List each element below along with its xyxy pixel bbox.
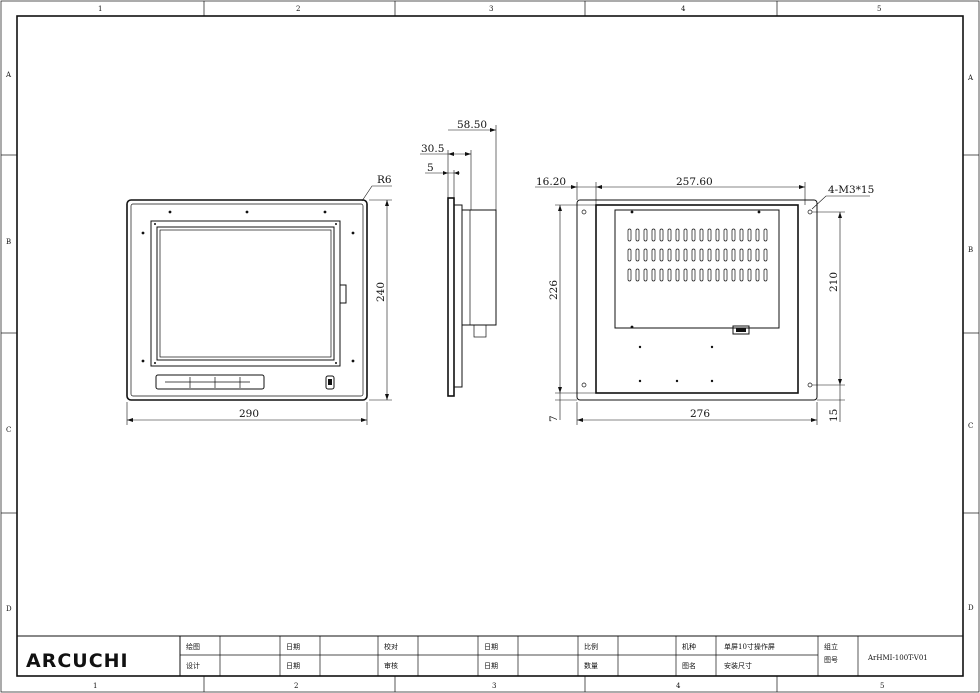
- dim-rear-screws: 4-M3*15: [828, 184, 874, 196]
- tb-model-value: 单屏10寸操作屏: [724, 642, 775, 651]
- display-area-inner: [159, 229, 332, 358]
- side-bezel: [447, 197, 455, 397]
- title-block: ARCUCHI 绘图 日期 校对 日期 比例 机种 单屏10寸操作屏 组立 设计…: [16, 635, 964, 677]
- zone-col-3-bottom: 3: [492, 682, 496, 690]
- dim-front-width: 290: [239, 408, 259, 420]
- tb-review-label: 审核: [384, 661, 398, 670]
- front-bezel-inner: [130, 203, 364, 397]
- side-panel: [453, 204, 463, 388]
- zone-labels: 1 2 3 4 5 1 2 3 4 5 A B C D A B C D: [5, 5, 974, 690]
- bottom-strip: [155, 374, 265, 390]
- zone-row-b-left: B: [6, 238, 11, 246]
- tb-qty-label: 数量: [584, 661, 598, 670]
- rear-screws: [630, 210, 761, 383]
- rear-cover: [614, 209, 780, 329]
- tb-model-label: 机种: [682, 642, 696, 651]
- front-bezel: [126, 199, 368, 401]
- rear-housing: [595, 204, 799, 394]
- tb-date1-label-2: 日期: [286, 662, 300, 670]
- dim-rear-width-inner: 257.60: [676, 176, 713, 188]
- tb-check-label: 校对: [384, 642, 398, 651]
- tb-date2-label: 日期: [484, 643, 498, 651]
- usb-port-inner: [328, 379, 332, 385]
- dim-rear-width-outer: 276: [690, 408, 710, 420]
- display-area: [156, 226, 335, 361]
- dim-side-depth-small: 5: [427, 162, 434, 174]
- tb-drawn-label: 绘图: [186, 642, 200, 651]
- tb-scale-label: 比例: [584, 642, 598, 651]
- zone-row-c-right: C: [968, 422, 973, 430]
- front-screws: [141, 210, 355, 364]
- side-connector: [473, 324, 487, 338]
- zone-row-d-right: D: [968, 604, 974, 612]
- screen-frame: [150, 220, 341, 367]
- side-view: 58.50 30.5 5: [420, 119, 497, 397]
- rear-bezel: [576, 199, 818, 401]
- zone-col-4-top: 4: [681, 5, 686, 13]
- zone-col-5-top: 5: [877, 5, 881, 13]
- tb-name-label: 图名: [682, 661, 696, 670]
- tb-group-label: 组立: [824, 642, 838, 651]
- zone-row-c-left: C: [6, 426, 11, 434]
- mounting-holes: [581, 209, 813, 388]
- dim-rear-bottom-margin: 15: [828, 409, 840, 422]
- tb-drawing-number: ArHMI-100T-V01: [867, 654, 928, 662]
- dim-corner-radius: R6: [377, 174, 392, 186]
- zone-col-4-bottom: 4: [676, 682, 681, 690]
- zone-row-a-right: A: [967, 74, 974, 82]
- tb-date1-label: 日期: [286, 643, 300, 651]
- zone-col-2-bottom: 2: [294, 682, 298, 690]
- brand-logo: ARCUCHI: [26, 650, 129, 672]
- zone-col-5-bottom: 5: [880, 682, 884, 690]
- zone-row-a-left: A: [5, 71, 12, 79]
- rear-connector: [732, 325, 750, 335]
- rear-view: 16.20 257.60 4-M3*15 226 7 276 210 15: [535, 176, 874, 425]
- tb-design-label: 设计: [186, 661, 200, 670]
- zone-col-1-top: 1: [98, 5, 102, 13]
- tb-date2-label-2: 日期: [484, 662, 498, 670]
- zone-col-3-top: 3: [489, 5, 493, 13]
- side-port: [339, 284, 347, 304]
- dim-rear-bottom-offset: 7: [548, 415, 560, 422]
- dim-front-height: 240: [375, 282, 387, 302]
- tb-name-value: 安装尺寸: [724, 661, 752, 670]
- rear-vents: [627, 228, 768, 282]
- usb-port: [325, 375, 335, 390]
- dim-rear-height-outer: 226: [548, 280, 560, 300]
- dim-side-depth-mid: 30.5: [421, 143, 444, 155]
- zone-row-b-right: B: [968, 246, 973, 254]
- side-body: [461, 209, 497, 326]
- zone-col-1-bottom: 1: [93, 682, 97, 690]
- zone-col-2-top: 2: [296, 5, 300, 13]
- zone-row-d-left: D: [6, 605, 12, 613]
- dim-rear-offset: 16.20: [536, 176, 566, 188]
- tb-drawing-no-label: 图号: [824, 656, 838, 664]
- dim-rear-height-inner: 210: [828, 272, 840, 292]
- front-view: R6 290 240: [126, 174, 392, 425]
- dim-side-depth-total: 58.50: [457, 119, 487, 131]
